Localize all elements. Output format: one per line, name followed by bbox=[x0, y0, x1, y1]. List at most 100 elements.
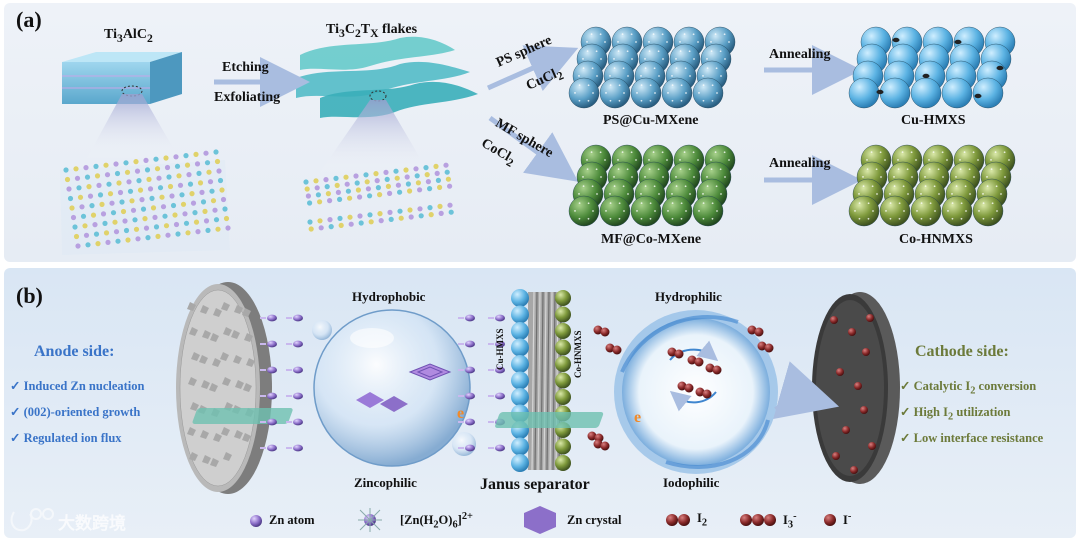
zinc-ion bbox=[293, 367, 303, 374]
zinc-ion bbox=[293, 341, 303, 348]
zinc-ion bbox=[267, 341, 277, 348]
legend-iodide: I- bbox=[843, 511, 851, 528]
zinc-ion bbox=[465, 341, 475, 348]
separator-co-sphere bbox=[555, 290, 571, 306]
zinc-ion bbox=[495, 445, 505, 452]
ti3c2tx-flakes-label: Ti3C2TX flakes bbox=[326, 22, 417, 40]
hollow-pore bbox=[997, 66, 1004, 70]
separator-co-sphere bbox=[555, 307, 571, 323]
ti3alc2-block bbox=[62, 52, 182, 160]
cathode-iodine bbox=[830, 316, 838, 324]
separator-co-sphere bbox=[555, 439, 571, 455]
electron-symbol-right: e bbox=[634, 409, 641, 426]
cathode-iodine bbox=[836, 368, 844, 376]
small-bubble bbox=[452, 432, 476, 456]
separator-co-sphere bbox=[555, 389, 571, 405]
cathode-iodine bbox=[854, 382, 862, 390]
anode-side-title: Anode side: bbox=[34, 343, 114, 361]
hollow-pore bbox=[975, 94, 982, 98]
annealing-label-1: Annealing bbox=[769, 47, 830, 63]
separator-cu-hmxs-label: Cu-HMXS bbox=[495, 328, 505, 370]
zinc-ion bbox=[465, 393, 475, 400]
cu-hmxs-label: Cu-HMXS bbox=[901, 113, 966, 129]
separator-co-sphere bbox=[555, 356, 571, 372]
co-hnmxs-sphere-array bbox=[849, 145, 1015, 226]
hollow-pore bbox=[877, 90, 884, 94]
cathode-side-title: Cathode side: bbox=[915, 343, 1009, 361]
zinc-ion bbox=[267, 367, 277, 374]
etching-label: Etching bbox=[222, 60, 269, 76]
separator-co-sphere bbox=[555, 340, 571, 356]
co-hnmxs-label: Co-HNMXS bbox=[899, 232, 973, 248]
separator-co-sphere bbox=[555, 373, 571, 389]
zinc-ion bbox=[293, 393, 303, 400]
separator-cu-sphere bbox=[511, 454, 529, 472]
cathode-point: ✓ Catalytic I2 conversion bbox=[900, 378, 1036, 397]
separator-co-sphere bbox=[555, 323, 571, 339]
cathode-iodine bbox=[832, 452, 840, 460]
ps-cu-mxene-sphere-array bbox=[569, 27, 735, 108]
separator-cu-sphere bbox=[511, 388, 529, 406]
cathode-iodine bbox=[862, 348, 870, 356]
zinc-ion bbox=[293, 419, 303, 426]
zinc-ion bbox=[293, 445, 303, 452]
zinc-ion bbox=[267, 419, 277, 426]
janus-separator-label: Janus separator bbox=[480, 476, 590, 494]
panel-b-label: (b) bbox=[16, 283, 43, 309]
cathode-iodine bbox=[850, 466, 858, 474]
zincophilic-label: Zincophilic bbox=[354, 475, 417, 491]
separator-co-sphere bbox=[555, 455, 571, 471]
cathode-iodine bbox=[842, 426, 850, 434]
zinc-ion bbox=[465, 419, 475, 426]
cathode-iodine bbox=[868, 442, 876, 450]
iodophilic-label: Iodophilic bbox=[663, 475, 719, 491]
legend-icons bbox=[250, 506, 836, 534]
hollow-pore bbox=[923, 74, 930, 78]
separator-cu-sphere bbox=[511, 322, 529, 340]
watermark-logo bbox=[12, 509, 53, 530]
anode-point: ✓ Regulated ion flux bbox=[10, 430, 122, 446]
separator-cu-sphere bbox=[511, 438, 529, 456]
legend-i3: I3- bbox=[783, 511, 797, 531]
zinc-ion bbox=[465, 367, 475, 374]
legend-zn-crystal: Zn crystal bbox=[567, 513, 622, 528]
zinc-ion bbox=[267, 315, 277, 322]
mf-co-mxene-label: MF@Co-MXene bbox=[601, 232, 701, 248]
cathode-point: ✓ Low interface resistance bbox=[900, 430, 1043, 446]
separator-cu-sphere bbox=[511, 355, 529, 373]
separator-cu-sphere bbox=[511, 289, 529, 307]
legend-zn-atom: Zn atom bbox=[269, 513, 315, 528]
zinc-ion bbox=[465, 315, 475, 322]
hydrophobic-label: Hydrophobic bbox=[352, 289, 425, 305]
zinc-ion bbox=[267, 445, 277, 452]
ti3alc2-label: Ti3AlC2 bbox=[104, 27, 153, 45]
anode-point: ✓ Induced Zn nucleation bbox=[10, 378, 144, 394]
zinc-ion bbox=[495, 393, 505, 400]
zinc-anode-disc bbox=[176, 282, 272, 494]
small-bubble bbox=[312, 320, 332, 340]
legend-i2: I2 bbox=[697, 511, 707, 529]
ps-cu-mxene-label: PS@Cu-MXene bbox=[603, 113, 698, 129]
cathode-arrow bbox=[776, 398, 816, 410]
zinc-ion bbox=[495, 315, 505, 322]
cathode-iodine bbox=[848, 328, 856, 336]
separator-cu-sphere bbox=[511, 372, 529, 390]
electron-symbol-left: e bbox=[457, 405, 464, 422]
zinc-ion bbox=[465, 445, 475, 452]
annealing-label-2: Annealing bbox=[769, 156, 830, 172]
cu-hmxs-sphere-array bbox=[849, 27, 1015, 108]
cathode-point: ✓ High I2 utilization bbox=[900, 404, 1011, 423]
separator-co-hnmxs-label: Co-HNMXS bbox=[573, 331, 583, 379]
separator-cu-sphere bbox=[511, 339, 529, 357]
cathode-iodine bbox=[860, 406, 868, 414]
watermark-text: 大数跨境 bbox=[58, 509, 126, 534]
legend-zn-h2o6: [Zn(H2O)6]2+ bbox=[400, 511, 473, 531]
cathode-iodine bbox=[826, 400, 834, 408]
zinc-ion bbox=[293, 315, 303, 322]
hollow-pore bbox=[893, 38, 900, 42]
mxene-flakes bbox=[296, 37, 478, 175]
zinc-ion bbox=[267, 393, 277, 400]
anode-point: ✓ (002)-oriented growth bbox=[10, 404, 140, 420]
panel-a-label: (a) bbox=[16, 7, 42, 33]
